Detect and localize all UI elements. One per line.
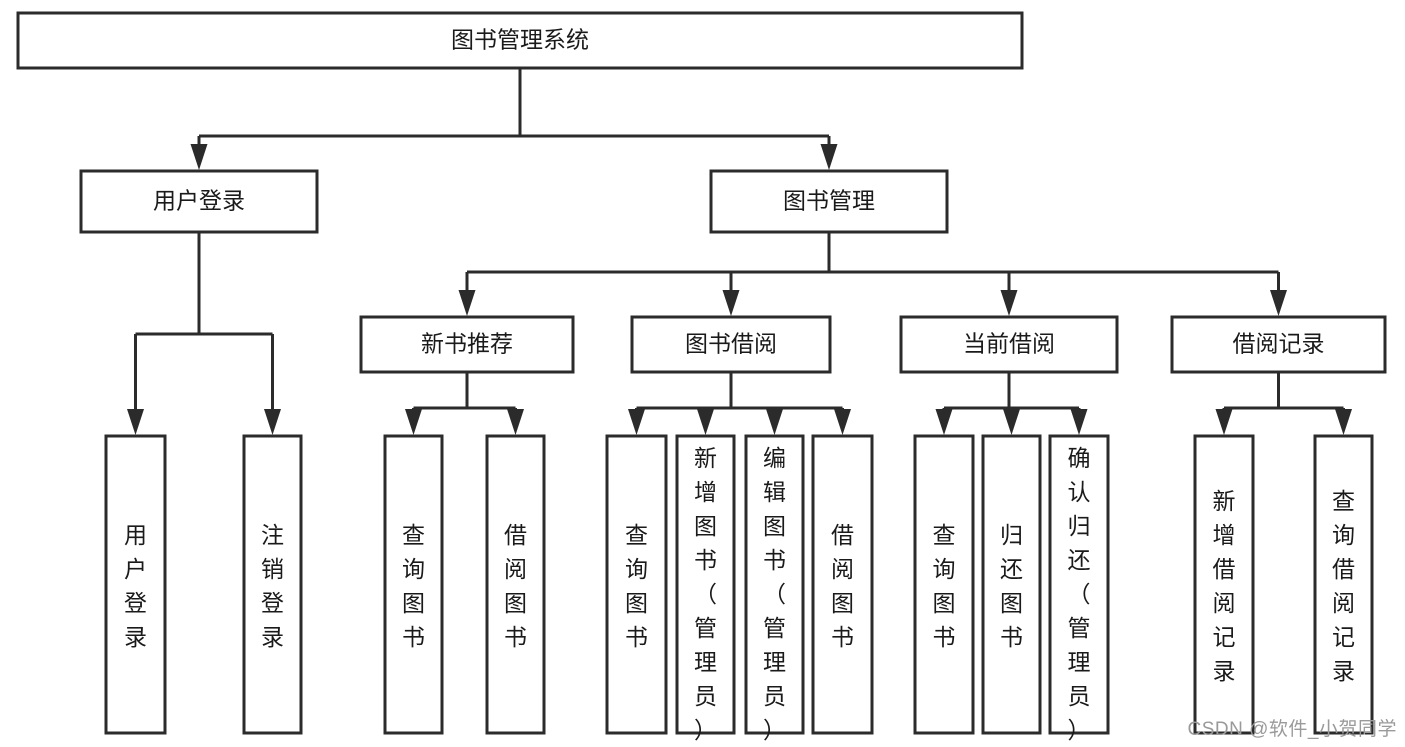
node-leaf_11[interactable]: 新增借阅记录	[1193, 434, 1255, 735]
arrow-head-icon	[628, 409, 645, 435]
node-l2_1[interactable]: 图书借阅	[630, 315, 832, 374]
node-layer: 图书管理系统用户登录图书管理新书推荐图书借阅当前借阅借阅记录用户登录注销登录查询…	[16, 11, 1387, 743]
node-label: 编辑图书（管理员）	[763, 445, 786, 743]
node-label: 图书管理系统	[451, 27, 589, 53]
arrow-head-icon	[766, 409, 783, 435]
node-label: 新增借阅记录	[1213, 488, 1236, 684]
node-leaf_8[interactable]: 查询图书	[913, 434, 975, 735]
node-box[interactable]	[104, 434, 167, 735]
arrow-head-icon	[1003, 409, 1020, 435]
node-box[interactable]	[485, 434, 546, 735]
node-label: 用户登录	[153, 188, 245, 214]
arrow-head-icon	[190, 144, 208, 170]
arrow-head-icon	[1000, 290, 1018, 316]
arrow-head-icon	[722, 290, 740, 316]
node-label: 新书推荐	[421, 331, 513, 357]
node-box[interactable]	[709, 169, 949, 234]
node-leaf_3[interactable]: 借阅图书	[485, 434, 546, 735]
node-label: 借阅图书	[831, 522, 854, 650]
node-leaf_5[interactable]: 新增图书（管理员）	[675, 434, 736, 743]
arrow-head-icon	[1270, 290, 1287, 316]
node-leaf_7[interactable]: 借阅图书	[811, 434, 874, 735]
node-box[interactable]	[630, 315, 832, 374]
arrow-head-icon	[1215, 409, 1233, 435]
node-box[interactable]	[1170, 315, 1387, 374]
arrow-head-icon	[697, 409, 714, 435]
node-box[interactable]	[913, 434, 975, 735]
node-label: 当前借阅	[963, 331, 1055, 357]
connector-layer	[127, 68, 1352, 435]
node-box[interactable]	[811, 434, 874, 735]
node-label: 查询借阅记录	[1332, 488, 1355, 684]
node-label: 归还图书	[1000, 522, 1023, 650]
arrow-head-icon	[405, 409, 422, 435]
node-box[interactable]	[242, 434, 303, 735]
node-box[interactable]	[1313, 434, 1374, 735]
connector-group	[405, 372, 524, 435]
connector-group	[935, 372, 1088, 435]
node-label: 图书借阅	[685, 331, 777, 357]
node-box[interactable]	[16, 11, 1024, 70]
node-box[interactable]	[899, 315, 1119, 374]
connector-group	[127, 232, 281, 435]
node-box[interactable]	[79, 169, 319, 234]
node-leaf_4[interactable]: 查询图书	[605, 434, 668, 735]
node-root[interactable]: 图书管理系统	[16, 11, 1024, 70]
node-label: 查询图书	[625, 522, 648, 650]
node-label: 确认归还（管理员）	[1068, 445, 1091, 743]
node-label: 注销登录	[261, 522, 284, 650]
node-box[interactable]	[981, 434, 1042, 735]
arrow-head-icon	[820, 144, 838, 170]
connector-group	[458, 232, 1287, 316]
node-box[interactable]	[744, 434, 805, 735]
node-leaf_10[interactable]: 确认归还（管理员）	[1048, 434, 1110, 743]
arrow-head-icon	[1070, 409, 1088, 435]
connector-group	[1215, 372, 1352, 435]
node-label: 用户登录	[124, 522, 147, 650]
arrow-head-icon	[935, 409, 953, 435]
node-box[interactable]	[359, 315, 575, 374]
node-label: 借阅记录	[1233, 331, 1325, 357]
node-box[interactable]	[605, 434, 668, 735]
node-leaf_12[interactable]: 查询借阅记录	[1313, 434, 1374, 735]
node-label: 查询图书	[402, 522, 425, 650]
arrow-head-icon	[834, 409, 851, 435]
arrow-head-icon	[127, 409, 144, 435]
node-label: 借阅图书	[504, 522, 527, 650]
node-label: 查询图书	[933, 522, 956, 650]
connector-group	[190, 68, 838, 170]
connector-group	[628, 372, 851, 435]
node-l1_1[interactable]: 图书管理	[709, 169, 949, 234]
node-box[interactable]	[675, 434, 736, 735]
node-l2_0[interactable]: 新书推荐	[359, 315, 575, 374]
node-l1_0[interactable]: 用户登录	[79, 169, 319, 234]
arrow-head-icon	[507, 409, 524, 435]
node-l2_3[interactable]: 借阅记录	[1170, 315, 1387, 374]
node-leaf_2[interactable]: 查询图书	[383, 434, 444, 735]
node-box[interactable]	[1048, 434, 1110, 735]
node-box[interactable]	[383, 434, 444, 735]
node-leaf_0[interactable]: 用户登录	[104, 434, 167, 735]
node-leaf_9[interactable]: 归还图书	[981, 434, 1042, 735]
node-leaf_1[interactable]: 注销登录	[242, 434, 303, 735]
node-leaf_6[interactable]: 编辑图书（管理员）	[744, 434, 805, 743]
node-label: 图书管理	[783, 188, 875, 214]
node-l2_2[interactable]: 当前借阅	[899, 315, 1119, 374]
arrow-head-icon	[458, 290, 476, 316]
node-label: 新增图书（管理员）	[694, 445, 717, 743]
arrow-head-icon	[264, 409, 281, 435]
node-box[interactable]	[1193, 434, 1255, 735]
arrow-head-icon	[1335, 409, 1352, 435]
